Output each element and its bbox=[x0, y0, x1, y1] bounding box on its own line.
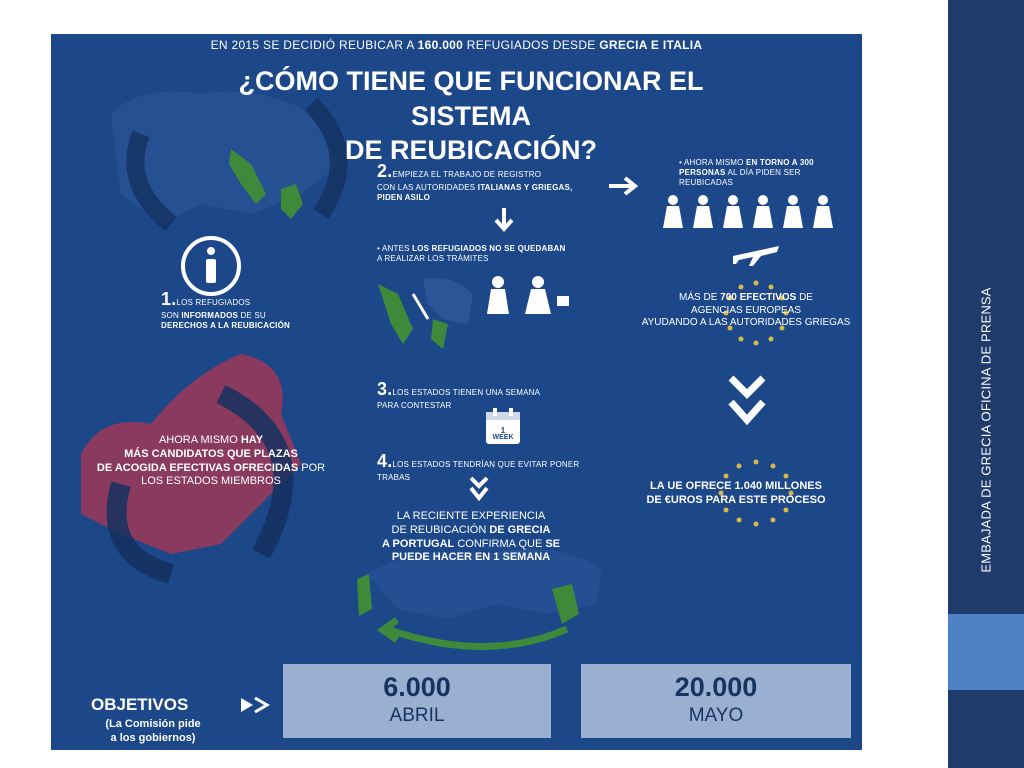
target-box-april: 6.000 ABRIL bbox=[283, 664, 551, 738]
target-label: MAYO bbox=[688, 705, 744, 726]
refugees-walking-icon bbox=[487, 276, 569, 314]
target-value: 6.000 bbox=[383, 672, 451, 702]
arrow-right-icon bbox=[609, 176, 639, 196]
target-value: 20.000 bbox=[674, 672, 758, 702]
target-box-may: 20.000 MAYO bbox=[581, 664, 851, 738]
objectives-title: OBJETIVOS bbox=[91, 695, 189, 714]
step-2: 2.EMPIEZA EL TRABAJO DE REGISTRO CON LAS… bbox=[377, 161, 573, 202]
europe-map-top-illustration bbox=[111, 91, 348, 232]
eu-offer-note: LA UE OFRECE 1.040 MILLONES DE €UROS PAR… bbox=[646, 480, 826, 506]
italy-greece-map-illustration bbox=[378, 278, 473, 349]
calendar-number: 1 bbox=[500, 426, 506, 435]
eu-stars-icon bbox=[723, 280, 789, 346]
before-note: • ANTES LOS REFUGIADOS NO SE QUEDABAN A … bbox=[377, 244, 566, 263]
calendar-icon bbox=[486, 408, 520, 444]
info-icon bbox=[181, 236, 241, 296]
target-label: ABRIL bbox=[389, 705, 445, 726]
staff-note: MÁS DE 700 EFECTIVOS DE AGENCIAS EUROPEA… bbox=[641, 292, 851, 328]
intro-line: EN 2015 SE DECIDIÓ REUBICAR A 160.000 RE… bbox=[210, 38, 703, 52]
candidates-note: AHORA MISMO HAY MÁS CANDIDATOS QUE PLAZA… bbox=[96, 434, 326, 488]
now-300-note: • AHORA MISMO EN TORNO A 300 PERSONAS AL… bbox=[679, 158, 814, 187]
step-3: 3.LOS ESTADOS TIENEN UNA SEMANA PARA CON… bbox=[377, 379, 541, 410]
portugal-greece-map-illustration bbox=[357, 549, 602, 650]
refugees-group-icon bbox=[663, 195, 833, 228]
airplane-icon bbox=[733, 246, 779, 266]
sidebar-accent-block bbox=[948, 614, 1024, 690]
step-4: 4.LOS ESTADOS TENDRÍAN QUE EVITAR PONER … bbox=[377, 451, 580, 482]
arrow-down-icon bbox=[494, 208, 514, 232]
play-arrow-icon bbox=[241, 696, 270, 714]
step-1: 1.LOS REFUGIADOS SON INFORMADOS DE SU DE… bbox=[161, 289, 291, 330]
objectives-subtitle: (La Comisión pide a los gobiernos) bbox=[105, 718, 201, 744]
infographic-poster: 1 WEEK EN 2015 SE DECIDIÓ REUBICAR A 160… bbox=[51, 34, 862, 750]
portugal-note: LA RECIENTE EXPERIENCIA DE REUBICACIÓN D… bbox=[381, 510, 561, 564]
europe-map-red-illustration bbox=[81, 354, 301, 584]
chevron-down-small-icon bbox=[469, 476, 489, 502]
chevron-down-large-icon bbox=[728, 375, 766, 426]
eu-stars-large-icon bbox=[718, 459, 794, 527]
side-caption: EMBAJADA DE GRECIA OFICINA DE PRENSA bbox=[978, 287, 994, 573]
calendar-week: WEEK bbox=[492, 434, 514, 441]
